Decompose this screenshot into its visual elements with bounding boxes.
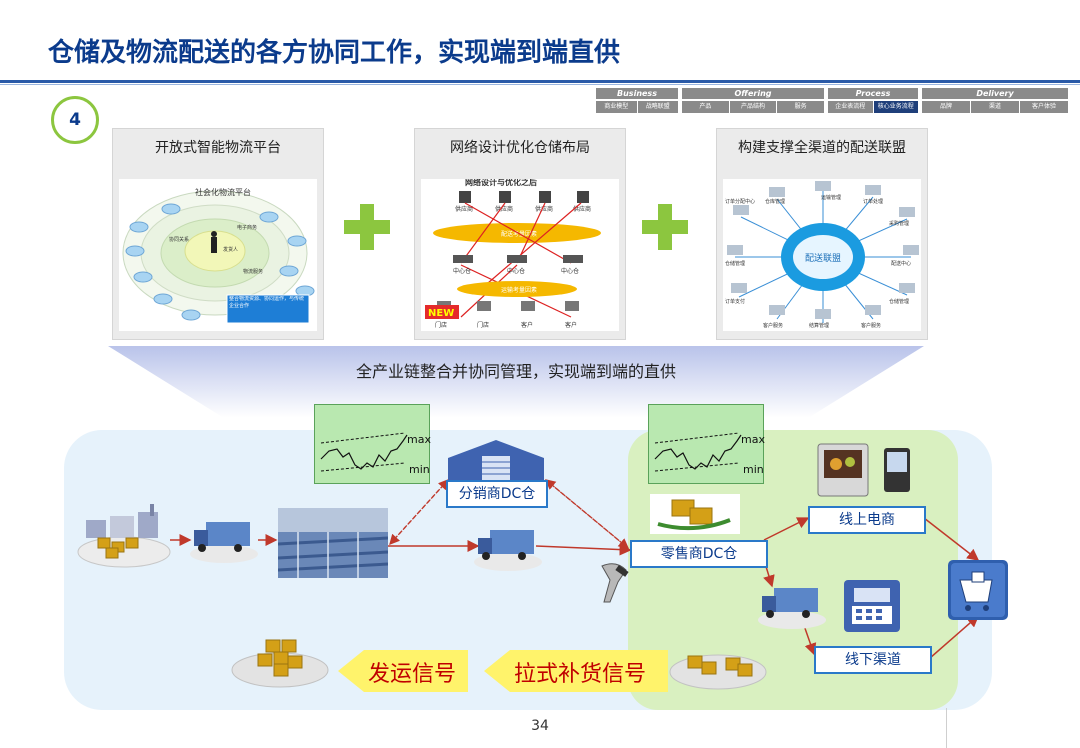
conveyor-warehouse-image (278, 508, 388, 578)
offline-channel-label: 线下渠道 (814, 646, 932, 674)
chart-max-label: max (407, 433, 431, 446)
inventory-range-chart: max min (314, 404, 430, 484)
ship-signal-label: 发运信号 (368, 656, 456, 688)
online-channel-label: 线上电商 (808, 506, 926, 534)
warehouse-icon (446, 438, 546, 482)
truck-icon (188, 516, 260, 564)
stock-boxes-icon (230, 632, 330, 690)
footer-divider (946, 708, 947, 748)
pull-signal-label: 拉式补货信号 (514, 656, 646, 688)
distributor-dc-label: 分销商DC仓 (446, 480, 548, 508)
stock-boxes-icon (668, 640, 768, 692)
factory-icon (76, 504, 174, 570)
kiosk-and-phone-icon (816, 440, 916, 500)
barcode-scanner-icon (596, 560, 636, 608)
chart-min-label: min (743, 463, 764, 476)
chart-max-label: max (741, 433, 765, 446)
shopping-cart-icon[interactable] (948, 560, 1008, 620)
truck-icon (756, 582, 828, 630)
inventory-range-chart: max min (648, 404, 764, 484)
chart-min-label: min (409, 463, 430, 476)
retailer-dc-label: 零售商DC仓 (630, 540, 768, 568)
packages-conveyor-icon (650, 494, 740, 534)
cash-register-icon (844, 580, 900, 632)
truck-icon (472, 524, 544, 572)
page-number: 34 (520, 718, 560, 734)
